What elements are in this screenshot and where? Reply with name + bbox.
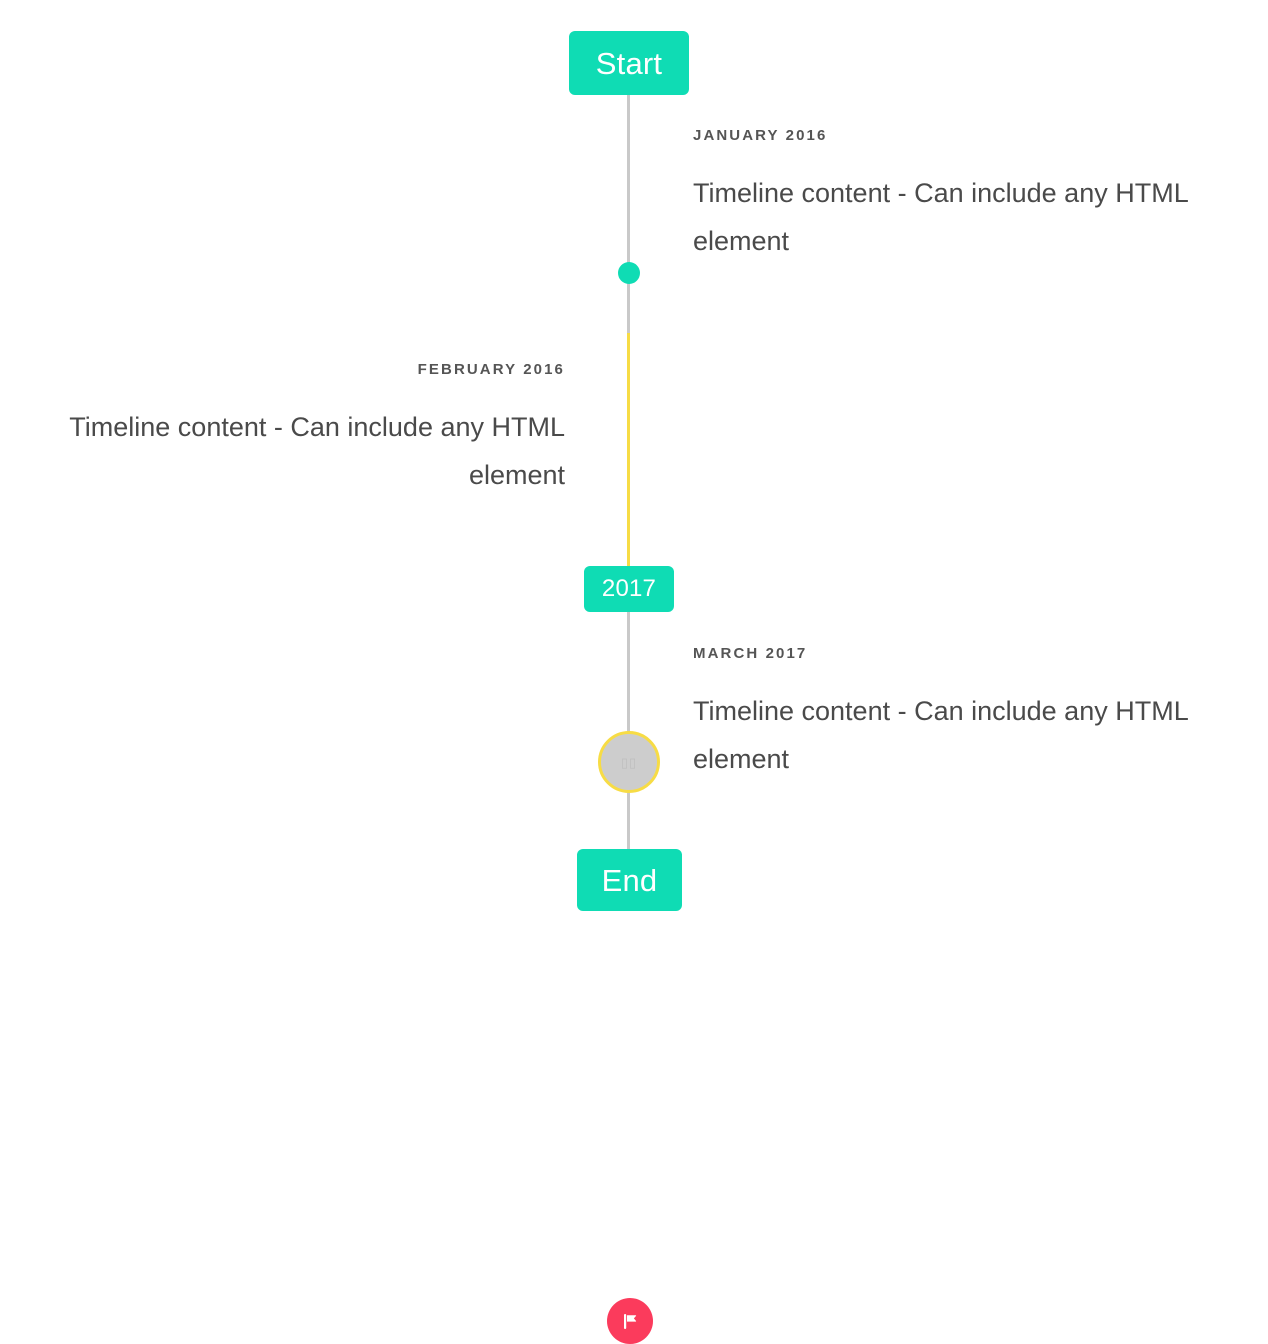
dot-icon[interactable] xyxy=(618,262,640,284)
vertical-timeline: Start January 2016 Timeline content - Ca… xyxy=(41,31,1217,1344)
broken-image-glyph: ▯▯ xyxy=(620,754,638,770)
timeline-event-content: Timeline content - Can include any HTML … xyxy=(693,178,1188,257)
timeline-end-badge[interactable]: End xyxy=(577,849,682,911)
timeline-event-body: March 2017 Timeline content - Can includ… xyxy=(693,646,1217,783)
timeline-rail-highlight xyxy=(627,333,630,568)
timeline-event-content: Timeline content - Can include any HTML … xyxy=(693,696,1188,775)
timeline-event-date: February 2016 xyxy=(417,361,565,378)
timeline-start-badge[interactable]: Start xyxy=(569,31,689,95)
timeline-rail-upper xyxy=(627,88,630,334)
timeline-event-content: Timeline content - Can include any HTML … xyxy=(69,412,565,491)
timeline-year-badge[interactable]: 2017 xyxy=(584,566,674,612)
timeline-rail-lower xyxy=(627,608,630,852)
flag-icon[interactable] xyxy=(607,1298,653,1344)
timeline-event-body: January 2016 Timeline content - Can incl… xyxy=(693,128,1217,265)
timeline-event-date: March 2017 xyxy=(693,645,808,662)
broken-image-icon[interactable]: ▯▯ xyxy=(598,731,660,793)
timeline-event-date: January 2016 xyxy=(693,127,828,144)
timeline-event-body: February 2016 Timeline content - Can inc… xyxy=(41,362,565,499)
